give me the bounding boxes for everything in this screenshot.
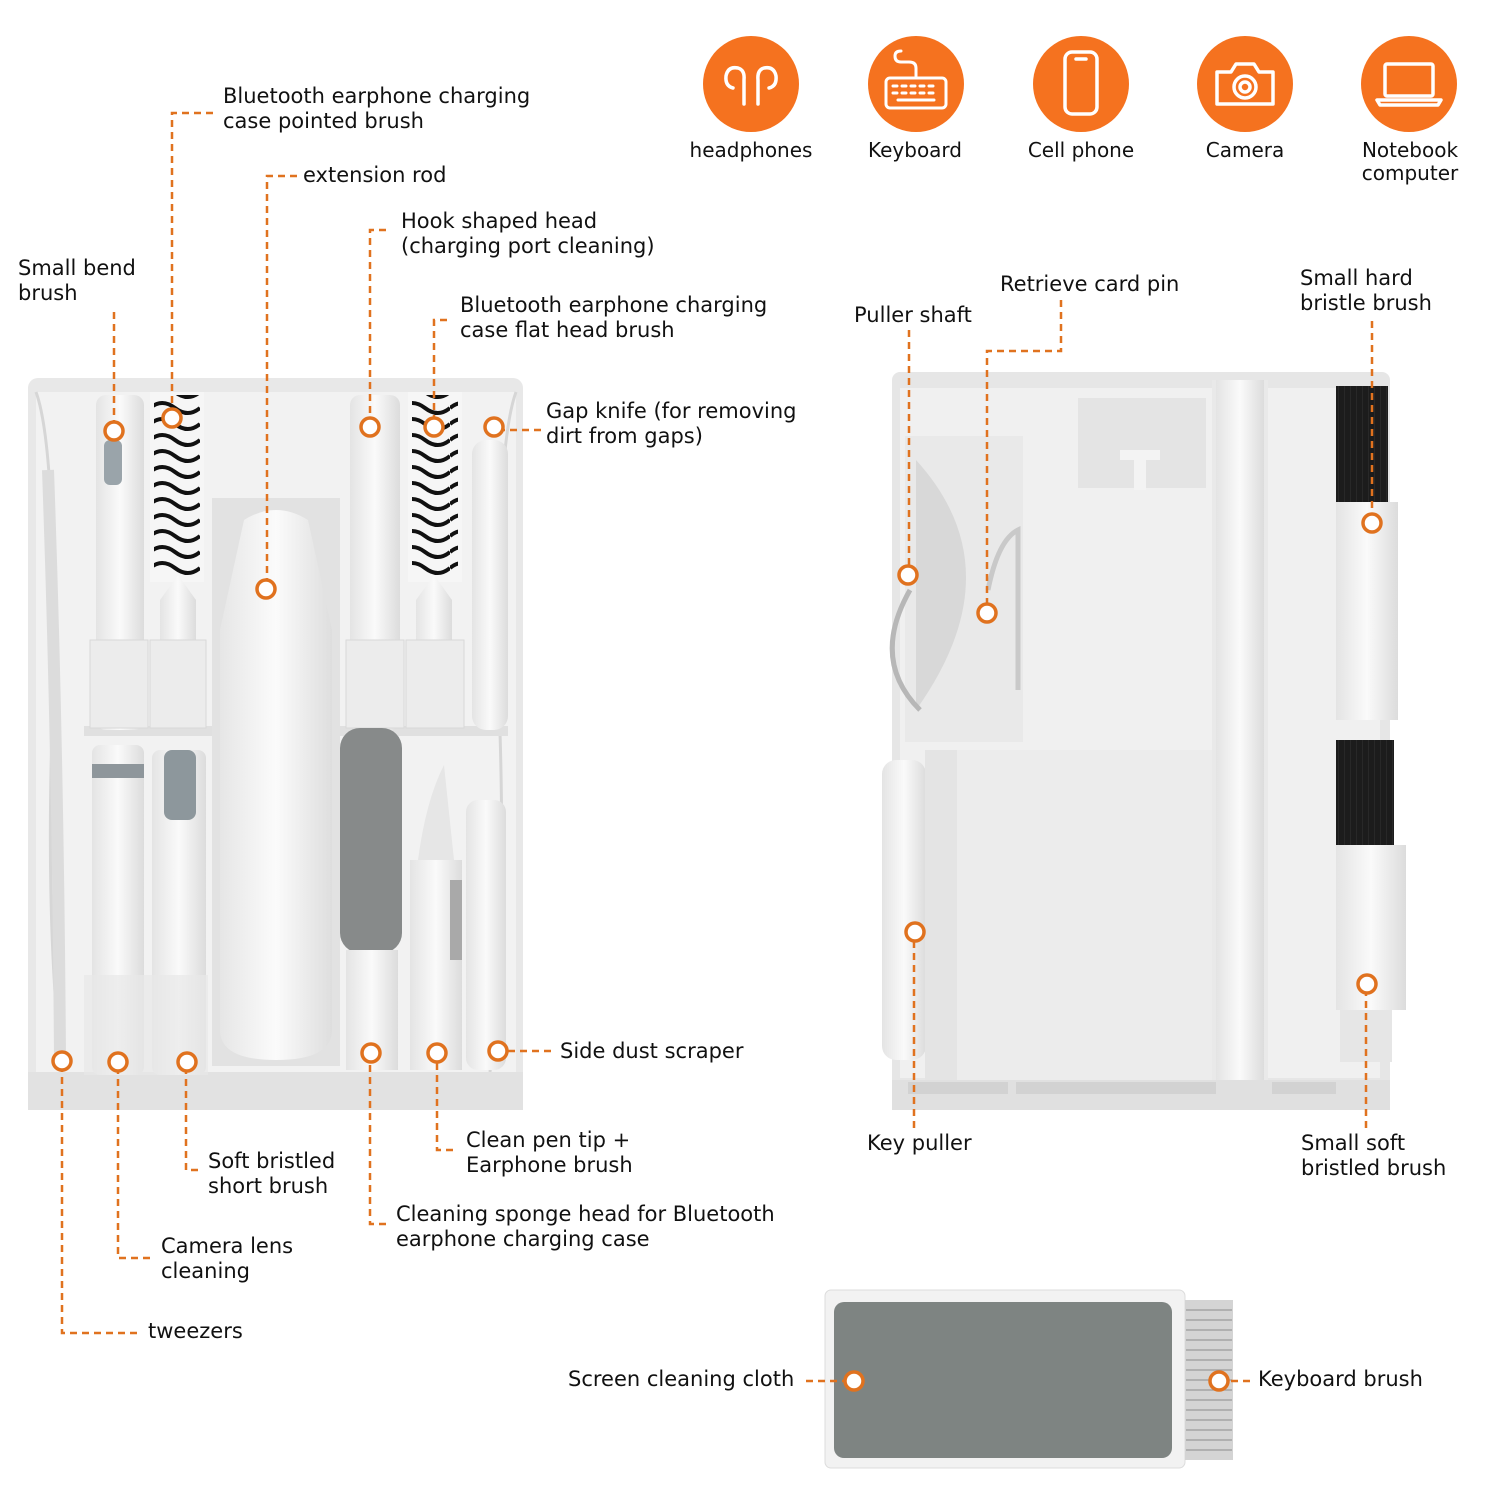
cloth-card: [824, 1289, 1233, 1469]
label-keyboard-brush: Keyboard brush: [1258, 1367, 1423, 1391]
keyboard-icon: [868, 36, 964, 132]
label-side-dust-scraper: Side dust scraper: [560, 1039, 744, 1063]
label-extension-rod: extension rod: [303, 163, 447, 187]
label-hook-head: Hook shaped head (charging port cleaning…: [401, 209, 655, 258]
notebook-computer-icon: [1361, 36, 1457, 132]
label-flat-head-brush: Bluetooth earphone charging case flat he…: [460, 293, 768, 342]
icon-label-notebook: Notebook computer: [1361, 138, 1459, 185]
camera-icon: [1197, 36, 1293, 132]
label-tweezers: tweezers: [148, 1319, 243, 1343]
label-key-puller: Key puller: [867, 1131, 972, 1155]
label-clean-pen-tip: Clean pen tip + Earphone brush: [466, 1128, 633, 1177]
icon-label-headphones: headphones: [689, 138, 813, 162]
left-tray: [28, 378, 523, 1110]
label-small-bend-brush: Small bend brush: [18, 256, 136, 305]
label-small-hard-brush: Small hard bristle brush: [1300, 266, 1432, 315]
label-sponge-head: Cleaning sponge head for Bluetooth earph…: [396, 1202, 775, 1251]
icon-label-keyboard: Keyboard: [867, 138, 962, 162]
label-soft-short-brush: Soft bristled short brush: [208, 1149, 336, 1198]
label-screen-cloth: Screen cleaning cloth: [568, 1367, 795, 1391]
label-small-soft-brush: Small soft bristled brush: [1301, 1131, 1447, 1180]
label-camera-lens: Camera lens cleaning: [161, 1234, 294, 1283]
label-puller-shaft: Puller shaft: [854, 303, 972, 327]
callout-dots: [51, 407, 1383, 1392]
label-retrieve-card-pin: Retrieve card pin: [1000, 272, 1180, 296]
cell-phone-icon: [1033, 36, 1129, 132]
label-gap-knife: Gap knife (for removing dirt from gaps): [546, 399, 797, 448]
headphones-icon: [703, 36, 799, 132]
right-tray: [882, 372, 1406, 1110]
label-pointed-brush: Bluetooth earphone charging case pointed…: [223, 84, 531, 133]
icon-label-cell-phone: Cell phone: [1027, 138, 1135, 162]
icon-label-camera: Camera: [1205, 138, 1285, 162]
callout-lines: [60, 111, 1374, 1383]
